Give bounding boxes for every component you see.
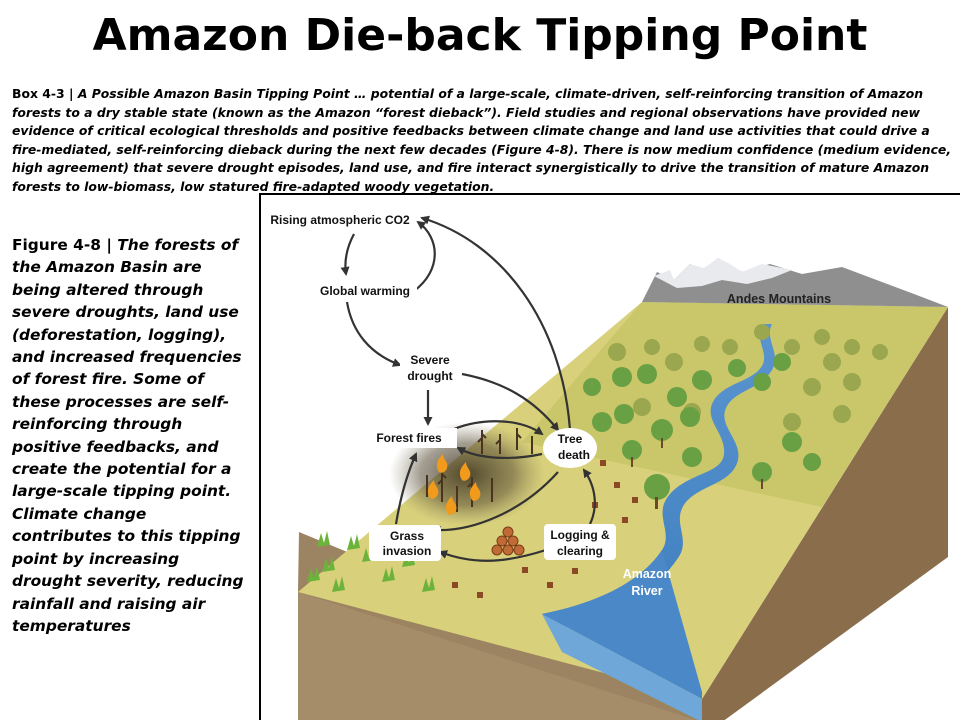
diagram-svg: Rising atmospheric CO2 Global warming Se… xyxy=(265,207,948,720)
feedback-arrows xyxy=(340,215,596,562)
arrow-warming-to-co2 xyxy=(413,220,436,292)
svg-text:clearing: clearing xyxy=(557,544,603,558)
caption-label: Figure 4-8 | xyxy=(12,236,118,254)
node-drought: Severe drought xyxy=(400,348,460,386)
amazon-river xyxy=(542,324,776,628)
arrow-grass-to-fires xyxy=(394,452,418,525)
forest-trees xyxy=(583,324,888,509)
arrow-warming-to-drought xyxy=(345,301,402,367)
amazon-diagram: Rising atmospheric CO2 Global warming Se… xyxy=(259,193,960,720)
svg-text:Global warming: Global warming xyxy=(320,284,410,298)
node-warming: Global warming xyxy=(313,281,417,301)
svg-text:drought: drought xyxy=(407,369,452,383)
label-river-1: Amazon xyxy=(623,567,672,581)
arrow-co2-to-warming xyxy=(340,233,355,276)
node-co2: Rising atmospheric CO2 xyxy=(265,207,415,232)
block-right-face xyxy=(702,307,948,720)
grass-clumps xyxy=(307,531,435,592)
arrow-fires-to-death xyxy=(453,420,544,436)
flames xyxy=(427,454,481,515)
box-label: Box 4-3 | xyxy=(12,86,78,101)
arrow-logging-to-grass xyxy=(438,548,547,562)
caption-body: The forests of the Amazon Basin are bein… xyxy=(12,236,244,635)
mountains-snow xyxy=(654,258,792,288)
log-pile xyxy=(491,526,525,556)
dead-trees xyxy=(426,428,533,512)
box-body: A Possible Amazon Basin Tipping Point … … xyxy=(12,86,952,194)
label-andes: Andes Mountains xyxy=(727,292,831,306)
svg-text:Logging &: Logging & xyxy=(550,528,610,542)
figure-caption: Figure 4-8 | The forests of the Amazon B… xyxy=(12,234,248,637)
node-grass: Grass invasion xyxy=(369,525,441,561)
svg-text:Forest fires: Forest fires xyxy=(376,431,442,445)
arrow-drought-to-death xyxy=(461,372,560,432)
arrow-death-to-grass xyxy=(432,471,559,535)
svg-text:Rising atmospheric CO2: Rising atmospheric CO2 xyxy=(270,213,410,227)
arrow-death-to-fires xyxy=(456,447,543,460)
arrow-death-to-co2 xyxy=(420,215,572,431)
river-cut xyxy=(542,614,702,720)
box-text: Box 4-3 | A Possible Amazon Basin Tippin… xyxy=(12,85,952,197)
svg-text:Severe: Severe xyxy=(410,353,450,367)
river-mouth xyxy=(542,550,702,699)
page-title: Amazon Die-back Tipping Point xyxy=(92,10,868,61)
node-fires: Forest fires xyxy=(362,428,457,448)
svg-text:death: death xyxy=(558,448,590,462)
node-logging: Logging & clearing xyxy=(544,524,616,560)
node-death: Tree death xyxy=(543,428,597,468)
arrow-logging-to-death xyxy=(582,468,596,525)
svg-text:Grass: Grass xyxy=(390,529,424,543)
svg-text:Tree: Tree xyxy=(558,432,583,446)
svg-text:invasion: invasion xyxy=(383,544,432,558)
label-river-2: River xyxy=(631,584,662,598)
